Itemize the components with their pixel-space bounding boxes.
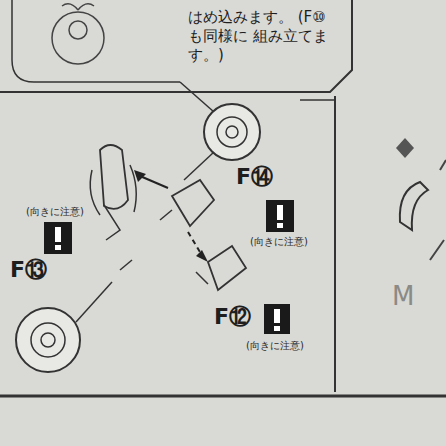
part-outline (196, 272, 208, 284)
part-number: F⑭ (236, 165, 273, 189)
part-outline (400, 182, 428, 230)
panel-outline (12, 0, 180, 82)
detail-circle (204, 104, 260, 160)
icon-circle (69, 21, 87, 39)
detail-circle (41, 333, 55, 347)
icon-circle (52, 12, 104, 64)
part-outline (120, 260, 132, 270)
caution-note: (向きに注意) (246, 340, 304, 351)
part-outline (100, 145, 128, 209)
detail-circle (16, 308, 80, 372)
caution-icon (274, 309, 280, 323)
part-outline (104, 205, 120, 240)
panel-outline (0, 395, 446, 398)
caution-icon (266, 200, 294, 232)
leader-line (180, 82, 214, 112)
arrow (188, 232, 200, 252)
detail-circle (217, 117, 247, 147)
panel-outline (0, 0, 352, 92)
part-outline (90, 165, 136, 215)
caution-note: (向きに注意) (26, 206, 84, 217)
caution-icon (264, 304, 290, 334)
diamond-mark (396, 138, 414, 158)
caution-icon (277, 223, 283, 228)
detail-circle (31, 323, 65, 357)
part-number: F⑫ (214, 305, 251, 329)
part-outline (208, 246, 246, 290)
leader-line (76, 282, 112, 322)
arrowhead (196, 250, 208, 262)
note-box: はめ込みます。 (F⑩ も同様に 組み立てます。) (186, 6, 336, 69)
detail-circle (226, 126, 238, 138)
panel-outline (334, 96, 336, 392)
part-outline (172, 180, 214, 226)
part-number: F⑬ (10, 258, 47, 282)
caution-icon (55, 227, 61, 242)
page-mark: M (392, 282, 414, 311)
caution-icon (55, 245, 61, 250)
icon-detail (62, 4, 94, 10)
part-outline (160, 210, 172, 220)
caution-icon (44, 222, 72, 254)
leader-line (184, 152, 214, 180)
caution-icon (277, 205, 283, 220)
note-text: はめ込みます。 (F⑩ も同様に 組み立てます。) (188, 8, 334, 64)
arrowhead (134, 170, 146, 182)
arrow (140, 176, 168, 188)
panel-outline (300, 99, 335, 101)
part-outline (430, 160, 446, 260)
caution-note: (向きに注意) (250, 236, 308, 247)
caution-icon (274, 326, 280, 331)
